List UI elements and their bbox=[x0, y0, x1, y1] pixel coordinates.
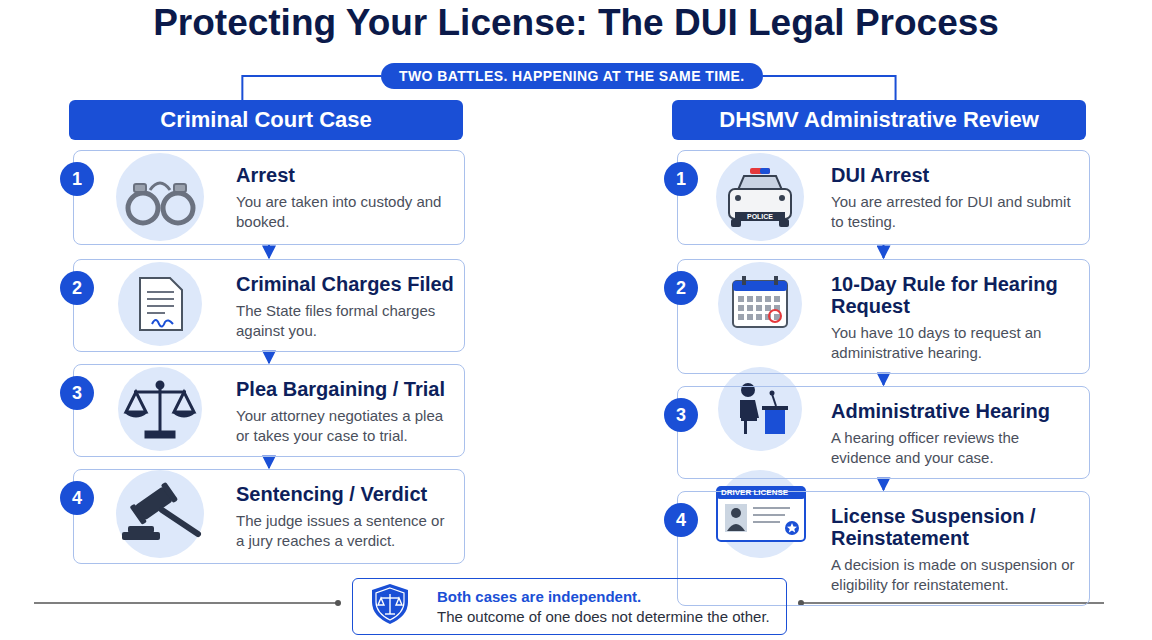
callout-number: 4 bbox=[72, 488, 82, 509]
step-description: Your attorney negotiates a plea or takes… bbox=[236, 406, 454, 445]
callout-number: 2 bbox=[72, 278, 82, 299]
step-description: A decision is made on suspension or elig… bbox=[831, 555, 1079, 594]
icon-label: POLICE bbox=[747, 213, 773, 221]
column-header: DHSMV Administrative Review bbox=[672, 100, 1086, 140]
step-number: 4 bbox=[60, 481, 94, 515]
diagram-title: Protecting Your License: The DUI Legal P… bbox=[0, 2, 1152, 44]
text-block: DUI ArrestYou are arrested for DUI and s… bbox=[831, 164, 1079, 231]
step-heading: Sentencing / Verdict bbox=[236, 483, 454, 505]
connector bbox=[883, 374, 885, 385]
connector bbox=[883, 479, 885, 490]
connector bbox=[268, 457, 270, 468]
step-card: DUI ArrestYou are arrested for DUI and s… bbox=[677, 150, 1090, 245]
text-block: 10-Day Rule for Hearing RequestYou have … bbox=[831, 273, 1079, 362]
text-block: Sentencing / VerdictThe judge issues a s… bbox=[236, 483, 454, 550]
step-heading: 10-Day Rule for Hearing Request bbox=[831, 273, 1079, 317]
connector bbox=[763, 76, 896, 100]
callout-number: 2 bbox=[676, 278, 686, 299]
step-heading: License Suspension / Reinstatement bbox=[831, 505, 1079, 549]
banner-text: TWO BATTLES. HAPPENING AT THE SAME TIME. bbox=[399, 68, 745, 84]
step-heading: Both cases are independent. bbox=[437, 587, 778, 607]
step-heading: Arrest bbox=[236, 164, 454, 186]
step-number: 3 bbox=[664, 398, 698, 432]
calendar-icon bbox=[733, 276, 787, 327]
connector bbox=[883, 245, 885, 258]
banner-pill: TWO BATTLES. HAPPENING AT THE SAME TIME. bbox=[381, 63, 763, 89]
note-box: Both cases are independent.The outcome o… bbox=[352, 578, 787, 635]
callout-number: 3 bbox=[72, 383, 82, 404]
step-card: Administrative Hearing A hearing officer … bbox=[677, 386, 1090, 479]
connector bbox=[268, 352, 270, 363]
license-icon bbox=[717, 487, 805, 541]
header-text: Criminal Court Case bbox=[160, 107, 372, 133]
callout-number: 3 bbox=[676, 405, 686, 426]
header-text: DHSMV Administrative Review bbox=[719, 107, 1039, 133]
step-number: 2 bbox=[60, 271, 94, 305]
gavel-icon bbox=[122, 482, 198, 540]
step-number: 3 bbox=[60, 376, 94, 410]
step-description: You are taken into custody and booked. bbox=[236, 192, 454, 231]
step-description: The judge issues a sentence or a jury re… bbox=[236, 511, 454, 550]
step-card: ArrestYou are taken into custody and boo… bbox=[73, 150, 465, 245]
step-number: 2 bbox=[664, 271, 698, 305]
step-number: 1 bbox=[60, 162, 94, 196]
connector bbox=[268, 245, 270, 258]
step-number: 4 bbox=[664, 503, 698, 537]
text-block: Both cases are independent.The outcome o… bbox=[437, 587, 778, 628]
text-block: License Suspension / Reinstatement A deci… bbox=[831, 505, 1079, 594]
document-icon bbox=[140, 278, 182, 330]
shield-icon bbox=[372, 584, 408, 624]
connector bbox=[242, 76, 381, 100]
icon-label: DRIVER LICENSE bbox=[721, 488, 788, 498]
step-description: You have 10 days to request an administr… bbox=[831, 323, 1079, 362]
icon-backgrounds bbox=[116, 153, 804, 558]
step-number: 1 bbox=[664, 162, 698, 196]
step-card: License Suspension / Reinstatement A deci… bbox=[677, 491, 1090, 606]
hearing-icon bbox=[740, 383, 788, 434]
step-card: Criminal Charges FiledThe State files fo… bbox=[73, 259, 465, 352]
step-card: Sentencing / VerdictThe judge issues a s… bbox=[73, 469, 465, 564]
step-heading: Administrative Hearing bbox=[831, 400, 1079, 422]
handcuffs-icon bbox=[128, 183, 193, 223]
column-header: Criminal Court Case bbox=[69, 100, 463, 140]
police-car-icon bbox=[729, 168, 791, 227]
step-description: A hearing officer reviews the evidence a… bbox=[831, 428, 1079, 467]
step-heading: Criminal Charges Filed bbox=[236, 273, 454, 295]
step-heading: DUI Arrest bbox=[831, 164, 1079, 186]
scales-icon bbox=[126, 382, 194, 437]
callout-number: 1 bbox=[72, 169, 82, 190]
text-block: Plea Bargaining / TrialYour attorney neg… bbox=[236, 378, 454, 445]
step-description: The State files formal charges against y… bbox=[236, 301, 454, 340]
text-block: Administrative Hearing A hearing officer … bbox=[831, 400, 1079, 467]
callout-number: 4 bbox=[676, 510, 686, 531]
step-description: You are arrested for DUI and submit to t… bbox=[831, 192, 1079, 231]
step-card: Plea Bargaining / TrialYour attorney neg… bbox=[73, 364, 465, 457]
callout-number: 1 bbox=[676, 169, 686, 190]
text-block: ArrestYou are taken into custody and boo… bbox=[236, 164, 454, 231]
step-card: 10-Day Rule for Hearing RequestYou have … bbox=[677, 259, 1090, 374]
step-description: The outcome of one does not determine th… bbox=[437, 607, 778, 627]
text-block: Criminal Charges FiledThe State files fo… bbox=[236, 273, 454, 340]
step-heading: Plea Bargaining / Trial bbox=[236, 378, 454, 400]
